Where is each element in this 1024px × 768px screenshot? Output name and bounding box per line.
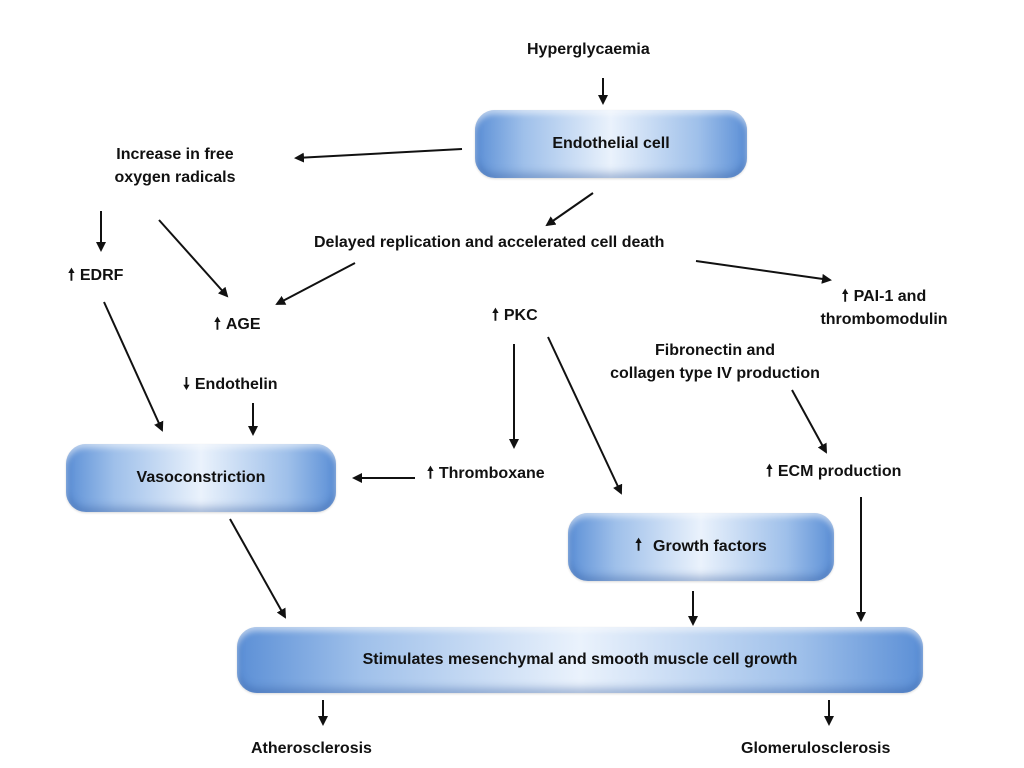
edrf-label: EDRF bbox=[79, 267, 124, 284]
down-arrow-icon: 🠗 bbox=[183, 376, 190, 393]
endothelin-label: Endothelin bbox=[194, 376, 278, 393]
box-endothelial-cell: Endothelial cell bbox=[475, 110, 747, 178]
up-arrow-icon: 🠕 bbox=[68, 267, 75, 284]
thromboxane-label: Thromboxane bbox=[438, 465, 545, 482]
up-arrow-icon: 🠕 bbox=[841, 288, 849, 305]
edge-delayed-pai1 bbox=[695, 260, 832, 284]
edge-endothelial-radicals bbox=[294, 148, 463, 163]
edge-delayed-age bbox=[275, 262, 356, 305]
node-thromboxane: 🠕Thromboxane bbox=[427, 462, 545, 485]
node-atherosclerosis: Atherosclerosis bbox=[251, 740, 372, 757]
growth-factors-label: Growth factors bbox=[653, 538, 767, 555]
pai1-line-1: 🠕PAI-1 and bbox=[794, 285, 974, 308]
free-radicals-line-1: Increase in free bbox=[116, 146, 234, 163]
stimulates-label: Stimulates mesenchymal and smooth muscle… bbox=[362, 651, 798, 668]
fibronectin-line-1: Fibronectin and bbox=[655, 342, 775, 359]
node-pkc: 🠕PKC bbox=[492, 304, 538, 327]
node-edrf: 🠕EDRF bbox=[68, 264, 123, 287]
node-pai1: 🠕PAI-1 and thrombomodulin bbox=[794, 285, 974, 331]
box-stimulates: Stimulates mesenchymal and smooth muscle… bbox=[237, 627, 923, 693]
edge-fibronectin-ecm bbox=[791, 389, 827, 454]
up-arrow-icon: 🠕 bbox=[214, 316, 221, 333]
node-hyperglycaemia: Hyperglycaemia bbox=[527, 41, 650, 58]
node-ecm: 🠕ECM production bbox=[766, 460, 901, 483]
age-label: AGE bbox=[225, 316, 261, 333]
node-fibronectin: Fibronectin and collagen type IV product… bbox=[570, 339, 860, 385]
box-vasoconstriction: Vasoconstriction bbox=[66, 444, 336, 512]
up-arrow-icon: 🠕 bbox=[766, 463, 773, 480]
endothelial-cell-label: Endothelial cell bbox=[552, 135, 670, 152]
node-free-radicals: Increase in free oxygen radicals bbox=[95, 143, 255, 189]
edge-pkc-growthfactors bbox=[547, 336, 623, 495]
edge-vasoconstriction-stimulates bbox=[229, 518, 286, 619]
up-arrow-icon: 🠕 bbox=[635, 536, 643, 554]
node-endothelin: 🠗Endothelin bbox=[183, 373, 278, 396]
node-age: 🠕AGE bbox=[214, 313, 261, 336]
edge-edrf-vasoconstriction bbox=[103, 301, 164, 432]
node-glomerulosclerosis: Glomerulosclerosis bbox=[741, 740, 891, 757]
up-arrow-icon: 🠕 bbox=[427, 465, 434, 482]
pkc-label: PKC bbox=[503, 307, 538, 324]
edge-radicals-age bbox=[158, 219, 229, 298]
fibronectin-line-2: collagen type IV production bbox=[610, 365, 820, 382]
box-growth-factors: 🠕 Growth factors bbox=[568, 513, 834, 581]
node-delayed-replication: Delayed replication and accelerated cell… bbox=[314, 234, 665, 251]
vasoconstriction-label: Vasoconstriction bbox=[136, 469, 266, 486]
ecm-label: ECM production bbox=[777, 463, 902, 480]
free-radicals-line-2: oxygen radicals bbox=[114, 169, 236, 186]
up-arrow-icon: 🠕 bbox=[492, 307, 499, 324]
pai1-line-2: thrombomodulin bbox=[820, 311, 948, 328]
edge-endothelial-delayed bbox=[545, 192, 594, 227]
